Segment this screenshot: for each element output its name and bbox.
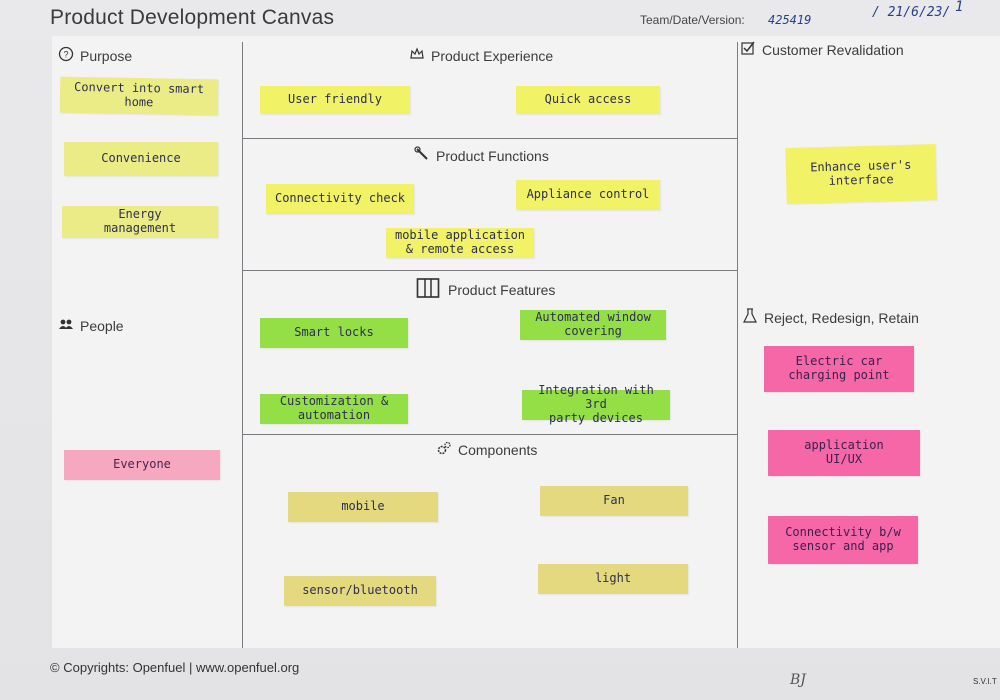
functions-note-mobile-remote: mobile application & remote access: [386, 228, 534, 258]
reject-redesign-retain-label: Reject, Redesign, Retain: [764, 309, 919, 326]
svg-text:?: ?: [63, 50, 68, 60]
components-label: Components: [458, 441, 538, 458]
copyright-icon: ©: [50, 660, 60, 675]
experience-note-quick-access: Quick access: [516, 86, 660, 114]
components-note-fan: Fan: [540, 486, 688, 516]
help-circle-icon: ?: [58, 46, 74, 65]
divider-left: [242, 42, 243, 648]
product-experience-label: Product Experience: [431, 47, 554, 64]
copyright-text: Copyrights: Openfuel | www.openfuel.org: [63, 660, 300, 675]
divider-functions: [242, 270, 737, 271]
functions-note-appliance-control: Appliance control: [516, 180, 660, 210]
divider-experience: [242, 138, 737, 139]
reject-note-ev-charging: Electric car charging point: [764, 346, 914, 392]
team-id: 425419: [768, 13, 812, 27]
components-title: Components: [436, 440, 537, 459]
reject-note-app-ui: application UI/UX: [768, 430, 920, 476]
functions-note-connectivity-check: Connectivity check: [266, 184, 414, 214]
revalidation-note-enhance-interface: Enhance user's interface: [785, 144, 937, 204]
features-note-integration: Integration with 3rd party devices: [522, 383, 670, 425]
components-note-light: light: [538, 564, 688, 594]
canvas-board: ? Purpose People Product Experience Prod…: [52, 36, 1000, 648]
team-date: / 21/6/23/: [872, 5, 951, 20]
divider-features: [242, 434, 737, 435]
gears-icon: [436, 440, 452, 459]
features-note-window-covering: Automated window covering: [520, 310, 666, 340]
wrench-icon: [414, 146, 430, 165]
footer: © Copyrights: Openfuel | www.openfuel.or…: [50, 660, 299, 675]
product-functions-label: Product Functions: [436, 147, 549, 164]
purpose-note-convenience: Convenience: [64, 142, 218, 176]
product-experience-title: Product Experience: [409, 46, 553, 65]
components-note-mobile: mobile: [288, 492, 438, 522]
people-note-everyone: Everyone: [64, 450, 220, 480]
people-icon: [58, 316, 74, 335]
people-title: People: [58, 316, 124, 335]
divider-right: [737, 42, 738, 648]
flask-icon: [742, 308, 758, 327]
purpose-note-smart-home: Convert into smart home: [59, 76, 219, 116]
purpose-label: Purpose: [80, 47, 133, 64]
reject-note-connectivity: Connectivity b/w sensor and app: [768, 516, 918, 564]
product-features-title: Product Features: [414, 276, 555, 303]
institute-mark: S.V.I.T: [973, 677, 997, 686]
features-note-smart-locks: Smart locks: [260, 318, 408, 348]
team-version: 1: [955, 0, 964, 15]
signature: BJ: [790, 672, 806, 688]
purpose-note-energy: Energy management: [62, 206, 218, 238]
checkbox-icon: [740, 40, 756, 59]
features-note-customization: Customization & automation: [260, 394, 408, 424]
team-date-version-label: Team/Date/Version:: [640, 13, 745, 27]
customer-revalidation-title: Customer Revalidation: [740, 40, 904, 59]
crown-icon: [409, 46, 425, 65]
columns-icon: [414, 276, 442, 303]
purpose-title: ? Purpose: [58, 46, 132, 65]
page-title: Product Development Canvas: [50, 6, 335, 29]
experience-note-user-friendly: User friendly: [260, 86, 410, 114]
reject-redesign-retain-title: Reject, Redesign, Retain: [742, 308, 919, 327]
components-note-sensor: sensor/bluetooth: [284, 576, 436, 606]
customer-revalidation-label: Customer Revalidation: [762, 41, 904, 58]
product-features-label: Product Features: [448, 281, 556, 298]
product-functions-title: Product Functions: [414, 146, 549, 165]
people-label: People: [80, 317, 124, 334]
